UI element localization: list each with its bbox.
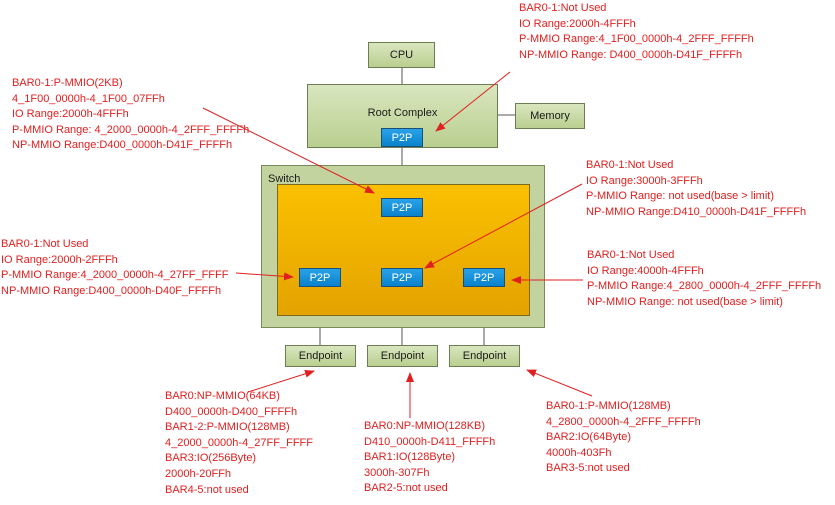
annotation-line: BAR0:NP-MMIO(128KB) (364, 420, 486, 432)
cpu-node: CPU (368, 42, 435, 68)
annotation-line: BAR3-5:not used (546, 462, 630, 475)
annotation-line: BAR4-5:not used (165, 483, 249, 496)
cpu-label: CPU (389, 49, 414, 61)
endpoint-right: Endpoint (449, 345, 520, 367)
annotation-endpoint-right: BAR0-1:P-MMIO(128MB) 4_2800_0000h-4_2FFF… (546, 399, 701, 477)
annotation-line: P-MMIO Range: not used(base > limit) (586, 190, 774, 203)
annotation-line: 4000h-403Fh (546, 446, 612, 459)
annotation-switch-upstream: BAR0-1:P-MMIO(2KB) 4_1F00_0000h-4_1F00_0… (12, 76, 249, 154)
annotation-line: BAR2-5:not used (364, 482, 448, 495)
annotation-line: BAR0-1:P-MMIO(128MB) (546, 400, 671, 412)
annotation-line: IO Range:4000h-4FFFh (587, 264, 704, 277)
annotation-line: BAR0-1:Not Used (587, 249, 675, 261)
endpoint-middle: Endpoint (367, 345, 438, 367)
annotation-line: P-MMIO Range:4_2000_0000h-4_27FF_FFFF (1, 269, 229, 282)
endpoint-left-label: Endpoint (298, 350, 343, 362)
annotation-line: IO Range:3000h-3FFFh (586, 174, 703, 187)
endpoint-left: Endpoint (285, 345, 356, 367)
annotation-endpoint-left: BAR0:NP-MMIO(64KB) D400_0000h-D400_FFFFh… (165, 389, 313, 498)
annotation-line: D410_0000h-D411_FFFFh (364, 435, 496, 448)
arrow-endpoint-left (247, 369, 315, 393)
arrow-endpoint-right (526, 369, 593, 397)
arrow-root-port (435, 71, 511, 132)
annotation-switch-down-left: BAR0-1:Not Used IO Range:2000h-2FFFh P-M… (1, 237, 228, 299)
annotation-line: 4_2000_0000h-4_27FF_FFFF (165, 436, 313, 449)
endpoint-right-label: Endpoint (462, 350, 507, 362)
annotation-line: BAR0:NP-MMIO(64KB) (165, 390, 280, 402)
memory-node: Memory (515, 103, 585, 129)
memory-label: Memory (530, 110, 570, 122)
root-port-p2p: P2P (381, 128, 423, 147)
annotation-line: 2000h-20FFh (165, 467, 232, 480)
annotation-line: NP-MMIO Range:D400_0000h-D40F_FFFFh (1, 284, 222, 297)
annotation-line: BAR0-1:P-MMIO(2KB) (12, 77, 123, 89)
annotation-line: 4_2800_0000h-4_2FFF_FFFFh (546, 415, 701, 428)
annotation-endpoint-middle: BAR0:NP-MMIO(128KB) D410_0000h-D411_FFFF… (364, 419, 495, 497)
annotation-line: NP-MMIO Range:D410_0000h-D41F_FFFFh (586, 205, 807, 218)
arrow-switch-down-middle (424, 183, 583, 269)
switch-downstream-middle-p2p-label: P2P (391, 271, 413, 284)
annotation-line: BAR2:IO(64Byte) (546, 431, 631, 444)
endpoint-middle-label: Endpoint (380, 350, 425, 362)
annotation-line: IO Range:2000h-4FFFh (12, 108, 129, 121)
annotation-line: NP-MMIO Range:D400_0000h-D41F_FFFFh (12, 139, 233, 152)
annotation-line: P-MMIO Range: 4_2000_0000h-4_2FFF_FFFFh (12, 123, 250, 136)
switch-downstream-left-p2p: P2P (299, 268, 341, 287)
switch-label: Switch (268, 173, 301, 185)
annotation-switch-down-right: BAR0-1:Not Used IO Range:4000h-4FFFh P-M… (587, 248, 821, 310)
annotation-line: 3000h-307Fh (364, 466, 430, 479)
annotation-line: NP-MMIO Range: D400_0000h-D41F_FFFFh (519, 48, 743, 61)
switch-downstream-right-p2p: P2P (463, 268, 505, 287)
annotation-line: NP-MMIO Range: not used(base > limit) (587, 295, 783, 308)
switch-downstream-right-p2p-label: P2P (473, 271, 495, 284)
annotation-switch-down-middle: BAR0-1:Not Used IO Range:3000h-3FFFh P-M… (586, 158, 806, 220)
annotation-line: P-MMIO Range:4_2800_0000h-4_2FFF_FFFFh (587, 280, 822, 293)
root-port-p2p-label: P2P (391, 131, 413, 144)
switch-downstream-left-p2p-label: P2P (309, 271, 331, 284)
switch-downstream-middle-p2p: P2P (381, 268, 423, 287)
annotation-line: BAR0-1:Not Used (1, 238, 89, 250)
annotation-line: BAR0-1:Not Used (586, 159, 674, 171)
annotation-line: IO Range:2000h-4FFFh (519, 17, 636, 30)
annotation-line: P-MMIO Range:4_1F00_0000h-4_2FFF_FFFFh (519, 33, 754, 46)
annotation-root-port: BAR0-1:Not Used IO Range:2000h-4FFFh P-M… (519, 1, 754, 63)
arrow-switch-down-left (235, 272, 294, 281)
arrow-switch-upstream (202, 107, 375, 194)
annotation-line: BAR3:IO(256Byte) (165, 452, 257, 465)
annotation-line: 4_1F00_0000h-4_1F00_07FFh (12, 92, 165, 105)
switch-upstream-p2p: P2P (381, 198, 423, 217)
switch-upstream-p2p-label: P2P (391, 201, 413, 214)
annotation-line: BAR1-2:P-MMIO(128MB) (165, 421, 290, 434)
annotation-line: D400_0000h-D400_FFFFh (165, 405, 298, 418)
root-complex-label: Root Complex (367, 107, 438, 119)
annotation-line: IO Range:2000h-2FFFh (1, 253, 118, 266)
annotation-line: BAR1:IO(128Byte) (364, 451, 456, 464)
annotation-line: BAR0-1:Not Used (519, 2, 607, 14)
